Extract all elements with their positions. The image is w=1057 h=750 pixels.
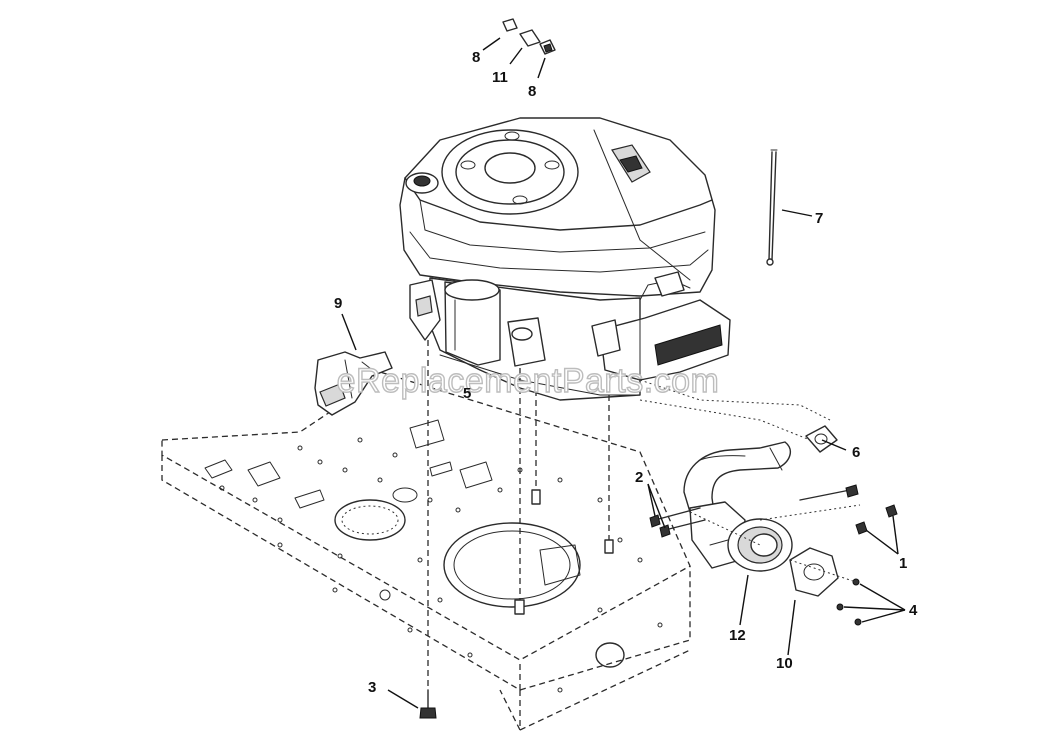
dipstick — [766, 149, 778, 266]
callout-1: 1 — [899, 555, 907, 572]
callout-11: 11 — [492, 69, 508, 86]
callout-4: 4 — [909, 602, 918, 619]
assembly-lines — [427, 340, 861, 690]
throttle-bracket — [314, 351, 393, 416]
watermark: eReplacementParts.com — [337, 362, 720, 400]
callout-3: 3 — [368, 679, 376, 696]
callout-9: 9 — [334, 295, 342, 312]
exhaust-gasket — [805, 425, 838, 453]
callout-12: 12 — [729, 627, 746, 644]
muffler — [709, 518, 793, 572]
frame-plate — [161, 371, 691, 732]
fuel-fittings — [502, 18, 556, 55]
callout-2: 2 — [635, 469, 643, 486]
callout-10: 10 — [776, 655, 793, 672]
callout-8-top-left: 8 — [472, 49, 480, 66]
fasteners — [419, 484, 898, 719]
callout-8-top-right: 8 — [528, 83, 536, 100]
callout-7: 7 — [815, 210, 823, 227]
engine — [399, 117, 731, 401]
callout-labels: 8 11 8 7 9 5 6 2 1 4 12 10 3 — [334, 49, 918, 696]
leader-lines — [341, 37, 906, 709]
muffler-guard — [789, 547, 839, 597]
callout-6: 6 — [852, 444, 860, 461]
callout-5: 5 — [463, 385, 471, 402]
